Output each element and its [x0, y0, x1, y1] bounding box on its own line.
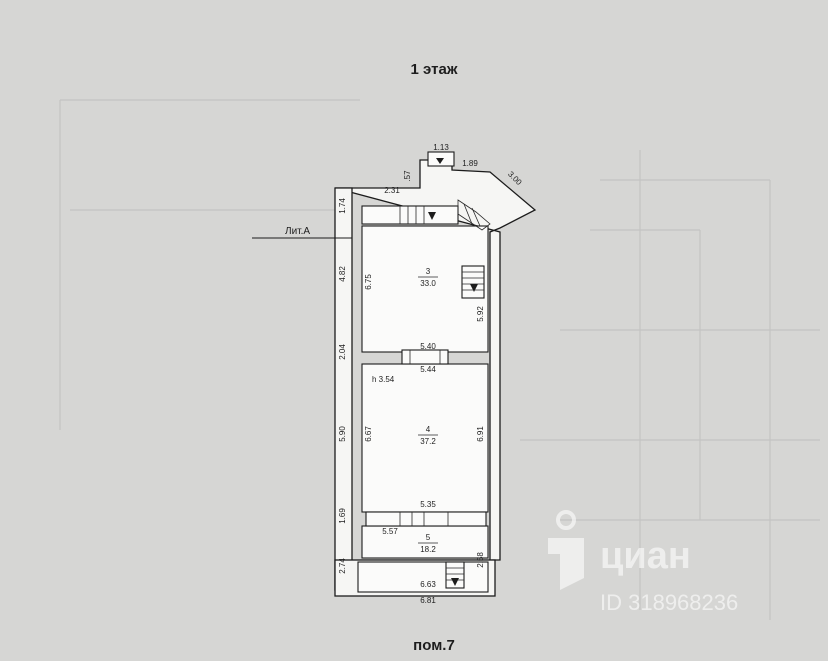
watermark: циан ID 318968236 — [548, 510, 738, 615]
dim-5-35: 5.35 — [420, 500, 436, 509]
background-ghost-lines — [59, 99, 820, 620]
dim-2-04: 2.04 — [338, 344, 347, 360]
room-4-label: 4 37.2 — [418, 425, 438, 446]
watermark-id: ID 318968236 — [600, 590, 738, 615]
room-3-stair — [461, 265, 485, 299]
plan-title: 1 этаж — [411, 61, 458, 78]
lit-label: Лит.А — [285, 226, 310, 237]
dim-5-90: 5.90 — [338, 426, 347, 442]
dim-3-00: 3.00 — [506, 170, 524, 188]
dim-6-81: 6.81 — [420, 596, 436, 605]
opening-markers — [365, 349, 487, 527]
watermark-logo-icon — [548, 510, 584, 590]
stair-top-box — [427, 151, 455, 167]
dim-6-75: 6.75 — [364, 274, 373, 290]
dim-2-74: 2.74 — [338, 558, 347, 574]
dim-2-58: 2.58 — [476, 552, 485, 568]
room-4-number: 4 — [426, 425, 431, 434]
dim-5-92: 5.92 — [476, 306, 485, 322]
ceiling-height: h 3.54 — [372, 375, 395, 384]
dim-6-67: 6.67 — [364, 426, 373, 442]
room-5-area-value: 18.2 — [420, 545, 436, 554]
room-4-area-value: 37.2 — [420, 437, 436, 446]
dim-5-44: 5.44 — [420, 365, 436, 374]
room-3-area-value: 33.0 — [420, 279, 436, 288]
plan-caption: пом.7 — [413, 637, 455, 654]
room-5-label: 5 18.2 — [418, 533, 438, 554]
room-5-area — [361, 525, 489, 559]
dim-1-69: 1.69 — [338, 508, 347, 524]
dim-2-31: 2.31 — [384, 186, 400, 195]
dim-1-74: 1.74 — [338, 198, 347, 214]
room-3-area — [361, 225, 489, 353]
room-5-number: 5 — [426, 533, 431, 542]
dim-1-89: 1.89 — [462, 159, 478, 168]
bottom-strip — [357, 561, 489, 593]
stair-down-arrow-top — [428, 212, 436, 220]
room-3-number: 3 — [426, 267, 431, 276]
dim-6-63: 6.63 — [420, 580, 436, 589]
watermark-brand: циан — [600, 535, 691, 577]
top-corridor — [361, 199, 491, 231]
bottom-stair — [445, 561, 465, 589]
room-4-area — [361, 363, 489, 513]
dim-5-40: 5.40 — [420, 342, 436, 351]
dim-4-82: 4.82 — [338, 266, 347, 282]
dim-1-13: 1.13 — [433, 143, 449, 152]
dim-6-91: 6.91 — [476, 426, 485, 442]
dim-57: .57 — [403, 170, 412, 182]
dim-5-57: 5.57 — [382, 527, 398, 536]
room-3-label: 3 33.0 — [418, 267, 438, 288]
